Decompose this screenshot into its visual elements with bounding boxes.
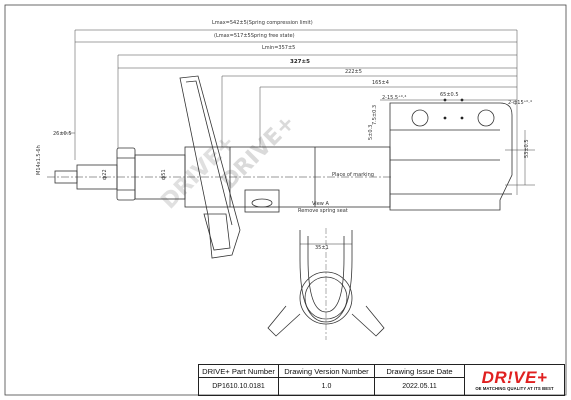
dim-hole-left: 2-15.5⁺⁰·⁴ [382, 95, 406, 101]
view-a-bracket [267, 228, 385, 340]
view-a-label: View A [312, 201, 329, 207]
logo-text: DR!VE+ [481, 367, 548, 387]
place-of-marking: Place of marking [332, 172, 374, 178]
sheet-border [4, 4, 567, 396]
brand-logo: DR!VE+ OE MATCHING QUALITY AT ITS BEST [465, 365, 564, 395]
dim-overall: 327±5 [290, 59, 310, 65]
title-block: DRIVE+ Part Number Drawing Version Numbe… [198, 364, 565, 396]
stabilizer-bracket [244, 189, 280, 213]
part-number-value: DP1610.10.0181 [199, 378, 279, 395]
dim-53: 53±0.5 [524, 139, 530, 158]
strut-body [47, 75, 513, 259]
spring-seat-lower [203, 213, 231, 251]
dim-hole-right: 2-ф15⁺⁰·⁴ [508, 100, 532, 106]
dim-222: 222±5 [345, 69, 362, 75]
dim-lmax: Lmax=542±5(Spring compression limit) [212, 20, 313, 26]
dim-165: 165±4 [372, 80, 389, 86]
issue-date-value: 2022.05.11 [375, 378, 465, 395]
knuckle-bracket [389, 102, 513, 211]
dim-65: 65±0.5 [440, 92, 459, 98]
drawing-version-value: 1.0 [279, 378, 375, 395]
dim-7-5: 7.5±0.3 [372, 105, 378, 125]
logo-tagline: OE MATCHING QUALITY AT ITS BEST [475, 385, 554, 391]
dim-51: ф51 [161, 169, 167, 180]
top-nut [116, 147, 136, 201]
remove-spring-seat-label: Remove spring seat [298, 208, 348, 214]
dim-thread: M14x1.5-6h [36, 145, 42, 175]
dim-lmax-free: (Lmax=517±5Spring free state) [214, 33, 295, 39]
drawing-version-label: Drawing Version Number [279, 365, 375, 378]
dimension-lines [60, 29, 535, 195]
mount-hole-left [411, 109, 429, 127]
dim-26: 26±0.5 [53, 131, 72, 137]
mount-hole-right [477, 109, 495, 127]
dim-35: 35±1 [315, 245, 329, 251]
spring-seat [179, 75, 241, 259]
part-number-label: DRIVE+ Part Number [199, 365, 279, 378]
dim-22: ф22 [102, 169, 108, 180]
dim-5: 5±0.3 [368, 125, 374, 140]
hole-markers [443, 98, 464, 120]
issue-date-label: Drawing Issue Date [375, 365, 465, 378]
dim-lmin: Lmin=357±5 [262, 45, 295, 51]
